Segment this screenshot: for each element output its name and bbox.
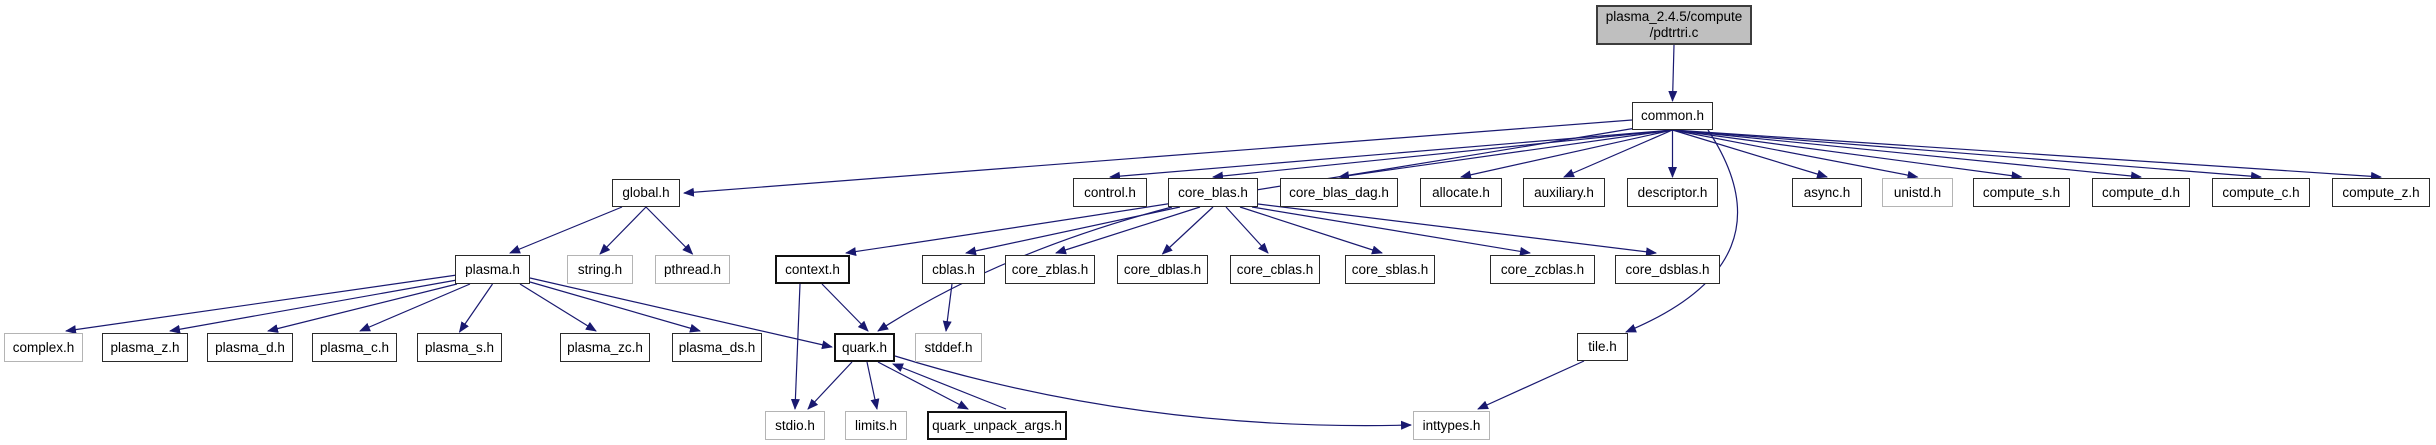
node-core_blas_dag[interactable]: core_blas_dag.h <box>1280 178 1398 207</box>
node-plasma_zc[interactable]: plasma_zc.h <box>560 333 650 362</box>
node-core_sblas[interactable]: core_sblas.h <box>1345 255 1435 284</box>
node-core_zblas[interactable]: core_zblas.h <box>1005 255 1095 284</box>
edge-plasma-to-plasma_z <box>169 279 458 334</box>
edge-common-to-compute_c <box>1672 129 2262 181</box>
node-plasma_c[interactable]: plasma_c.h <box>312 333 397 362</box>
node-stdio: stdio.h <box>765 411 825 440</box>
edge-common-to-core_blas_dag <box>1338 129 1673 181</box>
edge-global-to-string <box>599 206 647 255</box>
edge-quark-to-inttypes <box>894 355 1412 430</box>
node-descriptor[interactable]: descriptor.h <box>1627 178 1718 207</box>
edge-context-to-quark <box>821 283 869 332</box>
node-core_cblas[interactable]: core_cblas.h <box>1230 255 1320 284</box>
node-string: string.h <box>567 255 633 284</box>
edge-plasma-to-plasma_d <box>267 283 458 333</box>
node-plasma_s[interactable]: plasma_s.h <box>417 333 502 362</box>
edge-common-to-allocate <box>1460 129 1673 180</box>
node-complex: complex.h <box>4 333 83 362</box>
edge-common-to-compute_s <box>1672 129 2023 181</box>
edge-context-to-stdio <box>790 283 801 410</box>
edge-quark-to-stdio <box>807 361 853 410</box>
edge-common-to-auxiliary <box>1563 129 1673 178</box>
node-tile[interactable]: tile.h <box>1577 333 1628 361</box>
edge-root-to-common <box>1668 44 1678 102</box>
node-async[interactable]: async.h <box>1792 178 1862 207</box>
node-inttypes: inttypes.h <box>1413 411 1490 440</box>
node-global[interactable]: global.h <box>612 179 680 207</box>
node-limits: limits.h <box>845 411 907 440</box>
edge-core_blas-to-core_zblas <box>1055 206 1201 255</box>
edge-tile-to-inttypes <box>1477 360 1585 410</box>
node-unistd: unistd.h <box>1882 178 1953 207</box>
edge-plasma-to-plasma_s <box>458 283 493 333</box>
edge-common-to-compute_z <box>1672 129 2382 181</box>
edge-cblas-to-stddef <box>942 283 953 332</box>
node-core_dsblas[interactable]: core_dsblas.h <box>1615 255 1720 284</box>
edge-global-to-pthread <box>645 206 694 255</box>
edge-core_blas-to-core_cblas <box>1225 206 1269 254</box>
node-pthread: pthread.h <box>655 255 730 284</box>
edge-core_blas-to-core_dsblas <box>1257 203 1657 257</box>
edge-core_blas-to-core_sblas <box>1239 206 1383 255</box>
node-core_dblas[interactable]: core_dblas.h <box>1117 255 1208 284</box>
node-stddef: stddef.h <box>915 333 982 362</box>
node-compute_c[interactable]: compute_c.h <box>2212 178 2310 207</box>
node-root: plasma_2.4.5/compute /pdtrtri.c <box>1596 5 1752 45</box>
edge-global-to-plasma <box>509 206 623 254</box>
edge-plasma-to-plasma_zc <box>519 283 597 332</box>
edge-common-to-unistd <box>1672 129 1919 180</box>
node-quark_unpack_args[interactable]: quark_unpack_args.h <box>927 411 1067 440</box>
node-quark[interactable]: quark.h <box>834 333 895 362</box>
node-compute_s[interactable]: compute_s.h <box>1973 178 2070 207</box>
node-compute_d[interactable]: compute_d.h <box>2092 178 2190 207</box>
edge-common-to-global <box>683 119 1633 197</box>
edge-plasma-to-complex <box>65 274 458 335</box>
node-plasma_z[interactable]: plasma_z.h <box>102 333 188 362</box>
edge-quark_unpack_args-to-quark <box>892 363 1007 410</box>
edge-plasma-to-plasma_ds <box>529 281 701 333</box>
node-allocate[interactable]: allocate.h <box>1420 178 1502 207</box>
node-cblas[interactable]: cblas.h <box>922 255 985 284</box>
node-core_zcblas[interactable]: core_zcblas.h <box>1490 255 1595 284</box>
node-control[interactable]: control.h <box>1073 178 1147 207</box>
edge-common-to-core_blas <box>1212 129 1673 181</box>
node-plasma_ds[interactable]: plasma_ds.h <box>672 333 762 362</box>
edge-core_blas-to-core_dblas <box>1161 206 1214 255</box>
edge-common-to-compute_d <box>1672 129 2142 181</box>
edge-plasma-to-quark <box>529 277 833 350</box>
node-context[interactable]: context.h <box>775 255 850 284</box>
node-plasma[interactable]: plasma.h <box>455 255 530 284</box>
edge-quark-to-quark_unpack_args <box>877 361 969 410</box>
edge-common-to-async <box>1672 129 1828 179</box>
edge-plasma-to-plasma_c <box>359 283 471 332</box>
node-compute_z[interactable]: compute_z.h <box>2332 178 2430 207</box>
node-core_blas[interactable]: core_blas.h <box>1168 178 1258 207</box>
node-common[interactable]: common.h <box>1632 102 1713 130</box>
edge-common-to-tile <box>1625 129 1739 333</box>
node-plasma_d[interactable]: plasma_d.h <box>207 333 293 362</box>
edge-quark-to-limits <box>866 361 880 410</box>
edge-core_blas-to-core_zcblas <box>1251 206 1531 256</box>
node-auxiliary[interactable]: auxiliary.h <box>1523 178 1605 207</box>
